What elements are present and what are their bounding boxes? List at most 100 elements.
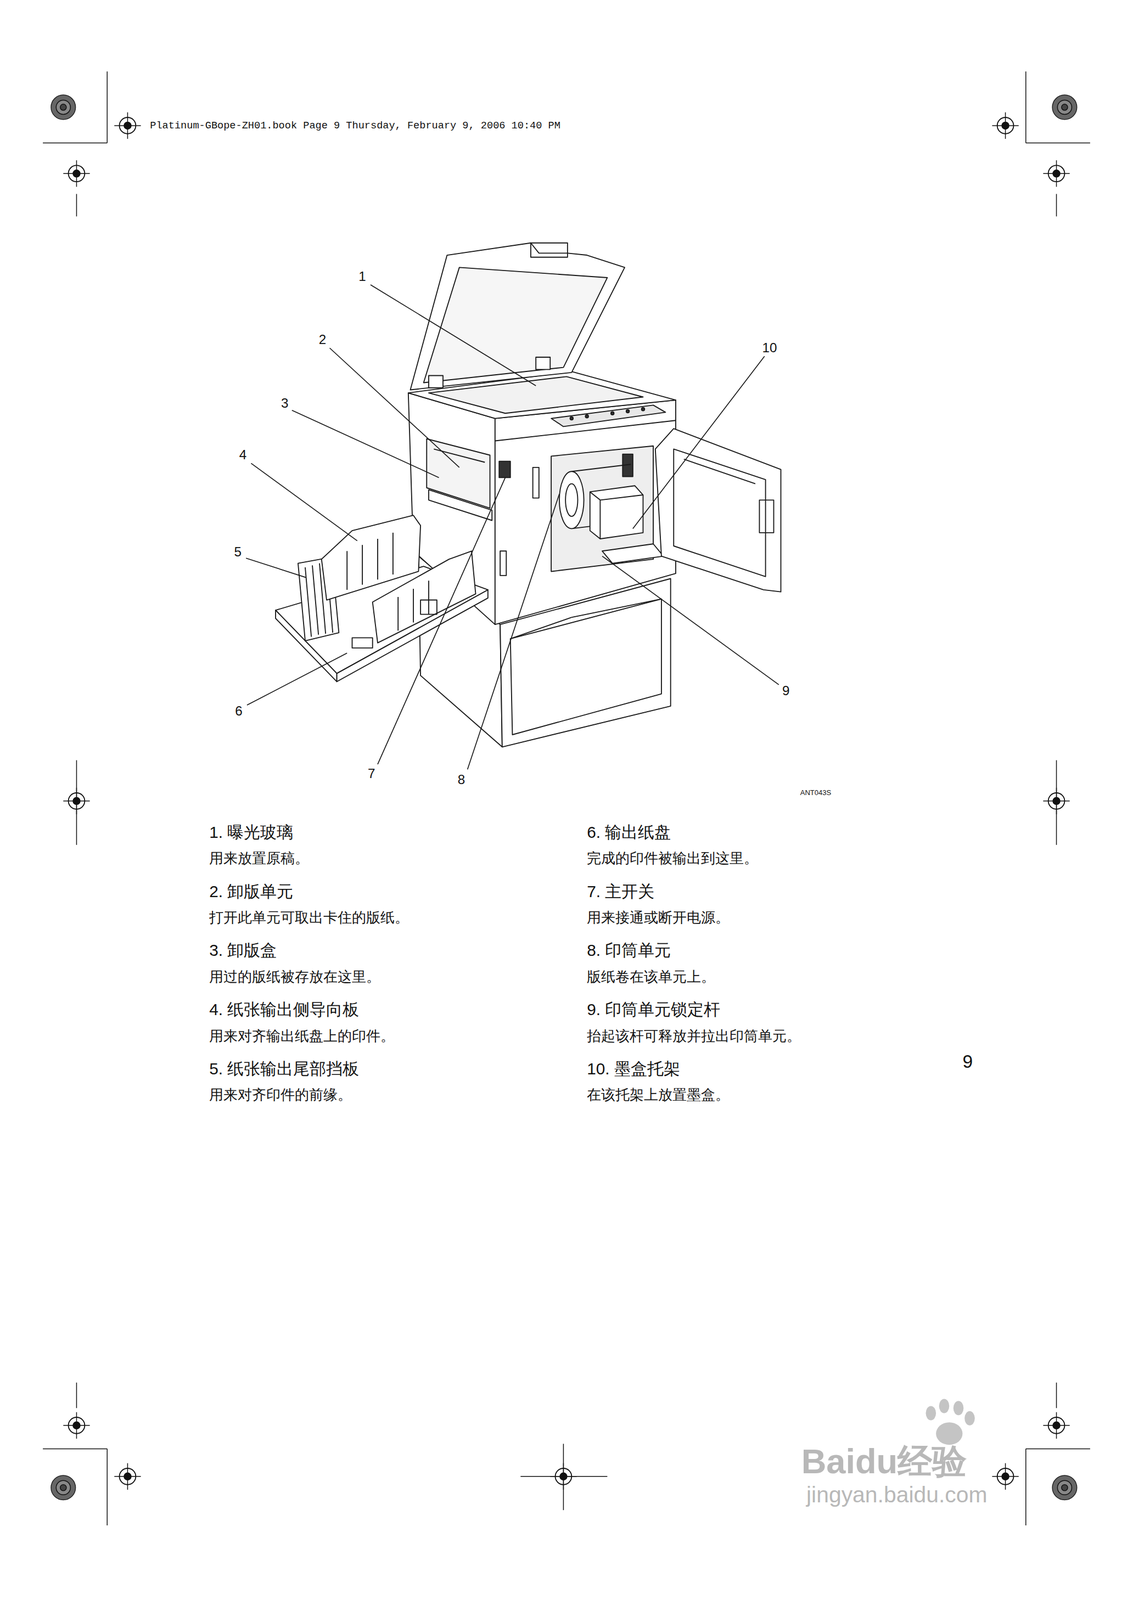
- part-title: 2. 卸版单元: [209, 882, 294, 902]
- side-fence-part: [412, 589, 414, 623]
- platen-cover-part: [410, 243, 625, 391]
- callout-number: 6: [233, 703, 244, 720]
- output-tray-part: [352, 637, 373, 649]
- leader-lines-part: [467, 494, 560, 770]
- side-fence-part: [377, 539, 379, 580]
- part-title: 3. 卸版盒: [209, 940, 277, 961]
- registration-marks-part: [1052, 94, 1078, 120]
- callout-number: 1: [356, 268, 368, 285]
- main-switch-part: [533, 467, 540, 499]
- drum-bay-part: [565, 484, 578, 518]
- platen-cover-part: [428, 375, 443, 388]
- main-body-part: [585, 414, 589, 419]
- part-description: 用过的版纸被存放在这里。: [209, 968, 381, 986]
- main-body-part: [495, 400, 676, 625]
- registration-marks-part: [1056, 193, 1057, 217]
- main-body-part: [610, 411, 615, 415]
- registration-marks-part: [63, 1412, 90, 1440]
- leader-lines-part: [247, 653, 347, 706]
- side-fence-part: [392, 533, 394, 575]
- leader-lines: [245, 284, 779, 770]
- page-header: Platinum-GBope-ZH01.book Page 9 Thursday…: [149, 120, 561, 133]
- main-body-part: [626, 410, 630, 414]
- leader-lines-part: [377, 477, 506, 765]
- drum-bay-part: [602, 543, 664, 564]
- part-title: 8. 印筒单元: [586, 940, 671, 961]
- side-fence-part: [346, 551, 348, 591]
- registration-marks-part: [1042, 160, 1070, 187]
- watermark-paw: [926, 1399, 975, 1446]
- platen-cover-part: [530, 243, 568, 258]
- drum-bay-part: [590, 485, 644, 540]
- side-fence-part: [420, 600, 437, 615]
- side-fence-part: [372, 551, 476, 643]
- side-fence-part: [397, 597, 399, 631]
- part-title: 10. 墨盒托架: [586, 1059, 681, 1080]
- front-door: [655, 428, 782, 593]
- side-fence-part: [428, 580, 430, 615]
- registration-marks-part: [51, 1476, 76, 1501]
- part-title: 9. 印筒单元锁定杆: [586, 1000, 721, 1020]
- platen-cover-part: [423, 267, 608, 383]
- part-title: 7. 主开关: [586, 882, 655, 902]
- registration-marks-part: [991, 1464, 1019, 1491]
- part-description: 完成的印件被输出到这里。: [586, 850, 759, 868]
- registration-marks-part: [51, 94, 76, 120]
- leader-lines-part: [632, 356, 765, 529]
- callout-number: 5: [232, 543, 244, 560]
- part-title: 5. 纸张输出尾部挡板: [209, 1059, 360, 1080]
- leader-lines-part: [329, 348, 460, 468]
- registration-marks-part: [76, 760, 77, 845]
- drum-bay-part: [590, 491, 601, 501]
- platen-cover-part: [535, 357, 551, 370]
- leader-lines-part: [292, 410, 440, 479]
- page-number: 9: [962, 1051, 974, 1074]
- registration-marks-part: [1052, 1476, 1078, 1501]
- duplicator-drawing: [275, 243, 781, 748]
- part-description: 在该托架上放置墨盒。: [586, 1086, 730, 1104]
- front-door-part: [683, 459, 756, 485]
- registration-marks-part: [1025, 1449, 1091, 1450]
- part-title: 1. 曝光玻璃: [209, 822, 294, 843]
- end-plate-part: [312, 565, 319, 635]
- front-door-part: [655, 428, 782, 593]
- stand-part: [510, 617, 572, 639]
- callout-number: 3: [279, 395, 290, 412]
- part-description: 用来对齐输出纸盘上的印件。: [209, 1028, 395, 1046]
- watermark-url: jingyan.baidu.com: [806, 1482, 988, 1510]
- part-description: 打开此单元可取出卡住的版纸。: [209, 909, 409, 927]
- drum-bay: [551, 446, 664, 572]
- callout-number: 4: [237, 447, 249, 464]
- leader-lines-part: [245, 558, 307, 578]
- registration-marks-part: [520, 1476, 608, 1478]
- stand-part: [571, 599, 662, 618]
- drum-bay-part: [599, 500, 601, 540]
- callout-number: 8: [456, 771, 467, 788]
- registration-marks-part: [76, 1383, 77, 1409]
- registration-marks-part: [1025, 142, 1091, 144]
- registration-marks-part: [106, 1449, 108, 1527]
- registration-marks-part: [1056, 760, 1057, 845]
- watermark-paw-part: [939, 1399, 950, 1415]
- registration-marks-part: [563, 1444, 564, 1511]
- registration-marks-part: [42, 142, 108, 144]
- registration-marks-part: [114, 1464, 141, 1491]
- stand-part: [510, 599, 662, 736]
- part-title: 6. 输出纸盘: [586, 822, 671, 843]
- platen-cover: [410, 243, 625, 391]
- registration-marks: [42, 71, 1091, 1527]
- leader-lines-part: [602, 556, 779, 686]
- registration-marks-part: [42, 1449, 108, 1450]
- drum-bay-part: [599, 495, 643, 501]
- registration-marks-part: [106, 71, 108, 143]
- registration-marks-part: [1042, 1412, 1070, 1440]
- leader-lines-part: [370, 284, 536, 386]
- registration-marks-part: [991, 112, 1019, 139]
- part-description: 用来接通或断开电源。: [586, 909, 730, 927]
- unloading-unit: [426, 439, 492, 521]
- watermark-paw-part: [926, 1406, 937, 1422]
- part-title: 4. 纸张输出侧导向板: [209, 1000, 360, 1020]
- watermark-paw-part: [953, 1401, 964, 1416]
